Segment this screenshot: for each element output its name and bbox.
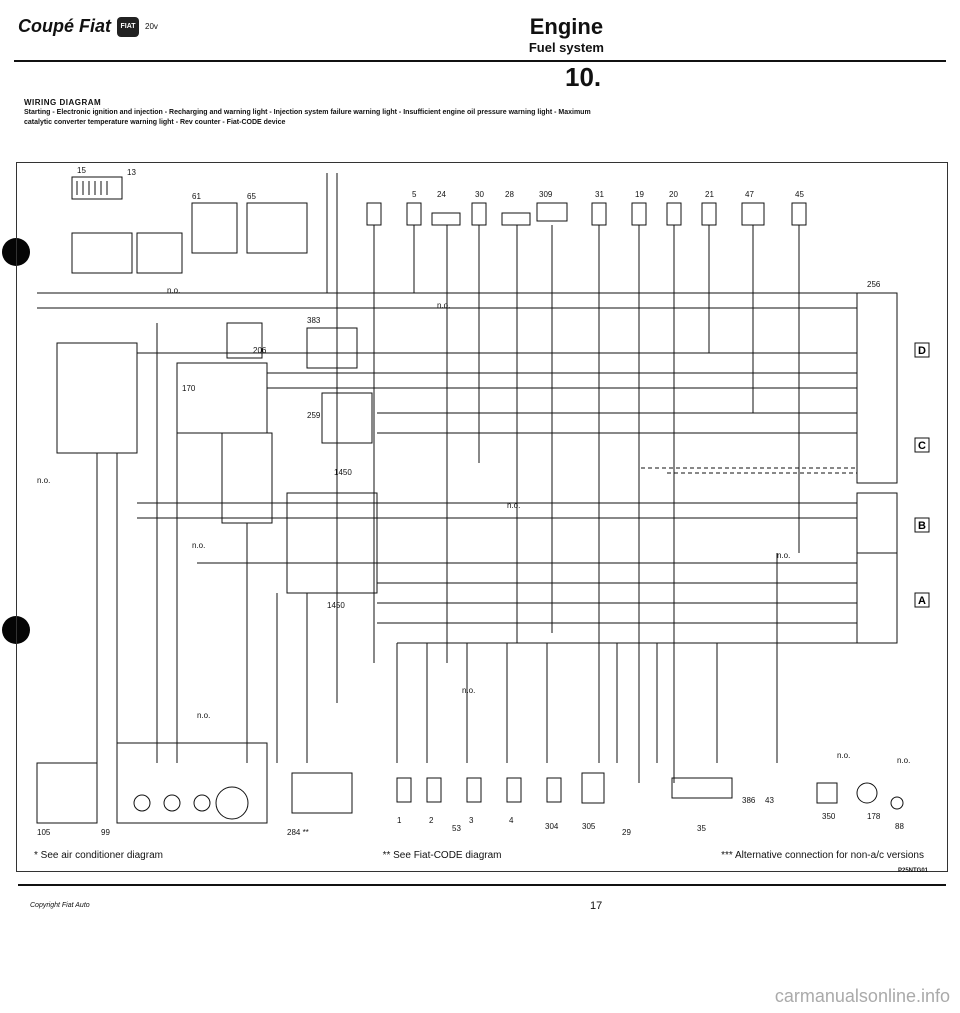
svg-text:170: 170	[182, 384, 196, 393]
footnote-fiat-code: ** See Fiat-CODE diagram	[382, 850, 502, 861]
svg-text:350: 350	[822, 812, 836, 821]
svg-text:n.o.: n.o.	[897, 756, 910, 765]
svg-text:30: 30	[475, 190, 484, 199]
page-number: 17	[590, 900, 603, 912]
brand-header: Coupé Fiat FIAT 20v	[18, 16, 158, 37]
svg-text:53: 53	[452, 824, 461, 833]
connector-a-label: A	[918, 595, 926, 607]
svg-text:256: 256	[867, 280, 881, 289]
svg-text:n.o.: n.o.	[837, 751, 850, 760]
svg-text:n.o.: n.o.	[197, 711, 210, 720]
fiat-logo-icon: FIAT	[117, 16, 139, 37]
svg-text:61: 61	[192, 192, 201, 201]
svg-text:24: 24	[437, 190, 446, 199]
header-rule	[14, 60, 946, 62]
svg-text:45: 45	[795, 190, 804, 199]
svg-text:178: 178	[867, 812, 881, 821]
section-header: Engine Fuel system	[529, 14, 604, 55]
svg-text:20: 20	[669, 190, 678, 199]
svg-text:35: 35	[697, 824, 706, 833]
copyright: Copyright Fiat Auto	[30, 902, 90, 909]
svg-text:305: 305	[582, 822, 596, 831]
svg-text:n.o.: n.o.	[167, 286, 180, 295]
svg-text:309: 309	[539, 190, 553, 199]
footnotes: * See air conditioner diagram ** See Fia…	[34, 850, 924, 861]
diagram-title: WIRING DIAGRAM	[24, 98, 102, 107]
svg-text:n.o.: n.o.	[192, 541, 205, 550]
svg-text:n.o.: n.o.	[507, 501, 520, 510]
svg-text:21: 21	[705, 190, 714, 199]
svg-text:13: 13	[127, 168, 136, 177]
svg-text:1450: 1450	[327, 601, 345, 610]
svg-text:304: 304	[545, 822, 559, 831]
svg-text:29: 29	[622, 828, 631, 837]
svg-text:n.o.: n.o.	[437, 301, 450, 310]
svg-text:43: 43	[765, 796, 774, 805]
svg-text:206: 206	[253, 346, 267, 355]
svg-text:15: 15	[77, 166, 86, 175]
footnote-alternative-connection: *** Alternative connection for non-a/c v…	[721, 850, 924, 861]
connector-d-label: D	[918, 345, 926, 357]
footer-rule	[18, 884, 946, 886]
diagram-description: Starting - Electronic ignition and injec…	[24, 109, 591, 126]
svg-text:4: 4	[509, 816, 514, 825]
svg-text:47: 47	[745, 190, 754, 199]
watermark: carmanualsonline.info	[774, 986, 950, 1006]
svg-text:n.o.: n.o.	[37, 476, 50, 485]
svg-text:65: 65	[247, 192, 256, 201]
svg-text:1: 1	[397, 816, 402, 825]
svg-text:28: 28	[505, 190, 514, 199]
brand-name: Coupé Fiat	[18, 16, 111, 36]
svg-text:284 **: 284 **	[287, 828, 309, 837]
section-number: 10.	[565, 62, 602, 92]
svg-text:1450: 1450	[334, 468, 352, 477]
svg-text:383: 383	[307, 316, 321, 325]
svg-text:3: 3	[469, 816, 474, 825]
svg-text:31: 31	[595, 190, 604, 199]
section-title: Engine	[529, 14, 604, 39]
svg-text:5: 5	[412, 190, 417, 199]
footnote-air-conditioner: * See air conditioner diagram	[34, 850, 163, 861]
connector-b-label: B	[918, 520, 926, 532]
brand-suffix: 20v	[145, 22, 158, 31]
svg-text:386: 386	[742, 796, 756, 805]
svg-text:88: 88	[895, 822, 904, 831]
svg-text:105: 105	[37, 828, 51, 837]
section-subtitle: Fuel system	[528, 40, 604, 55]
wiring-diagram-svg: 15 13 61 65 5 24 30 28 309 31 19 20 21 4…	[36, 166, 930, 837]
wiring-diagram: 15 13 61 65 5 24 30 28 309 31 19 20 21 4…	[16, 162, 948, 872]
svg-text:n.o.: n.o.	[777, 551, 790, 560]
svg-text:2: 2	[429, 816, 434, 825]
svg-text:99: 99	[101, 828, 110, 837]
figure-code: P25NTG01	[897, 868, 928, 874]
svg-text:n.o.: n.o.	[462, 686, 475, 695]
svg-text:19: 19	[635, 190, 644, 199]
svg-text:259: 259	[307, 411, 321, 420]
connector-c-label: C	[918, 440, 926, 452]
